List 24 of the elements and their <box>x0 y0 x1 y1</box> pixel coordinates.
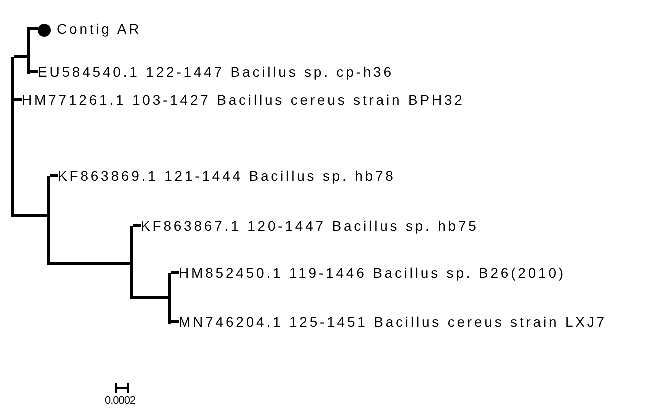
branch-line <box>30 70 38 74</box>
branch-line <box>171 272 179 274</box>
tree-branch <box>168 273 171 324</box>
taxon-label: MN746204.1 125-1451 Bacillus cereus strain LXJ7 <box>179 313 607 331</box>
branch-line <box>50 262 130 266</box>
tree-branch <box>47 176 50 265</box>
taxon-label: KF863867.1 120-1447 Bacillus sp. hb75 <box>141 217 479 235</box>
branch-line <box>30 28 38 30</box>
branch-line <box>14 98 22 102</box>
taxon-label: HM852450.1 119-1446 Bacillus sp. B26(2010) <box>179 264 566 282</box>
taxon-label: Contig AR <box>57 21 142 37</box>
taxon-label: EU584540.1 122-1447 Bacillus sp. cp-h36 <box>38 63 394 81</box>
scale-value: 0.0002 <box>105 395 136 407</box>
branch-line <box>14 56 27 58</box>
tree-branch <box>130 226 133 299</box>
taxon-label: KF863869.1 121-1444 Bacillus sp. hb78 <box>58 167 396 185</box>
branch-line <box>50 174 58 178</box>
branch-line <box>14 214 47 218</box>
taxon-label: HM771261.1 103-1427 Bacillus cereus strain BPH32 <box>22 91 465 109</box>
tree-branch <box>11 57 14 217</box>
branch-line <box>133 296 168 300</box>
tree-branch <box>27 27 30 74</box>
branch-line <box>133 224 141 228</box>
branch-line <box>171 320 179 324</box>
